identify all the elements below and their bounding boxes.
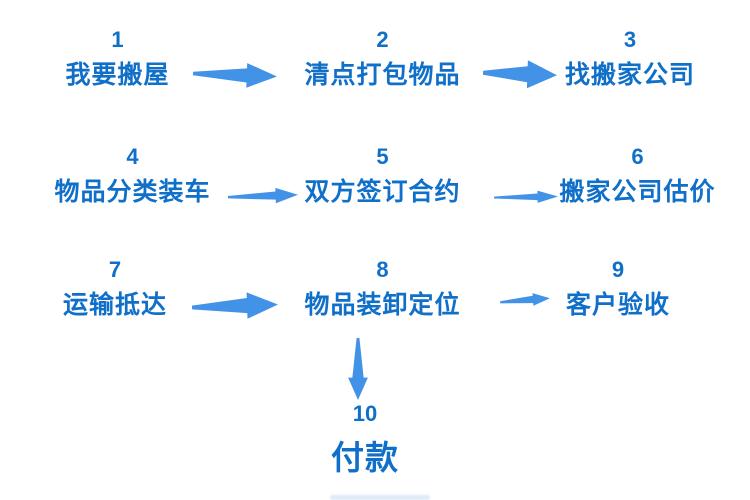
step-3: 3 找搬家公司 (550, 26, 710, 90)
step-2-number: 2 (376, 27, 389, 52)
arrow-5-to-6-icon (493, 188, 558, 205)
step-9-number: 9 (611, 257, 625, 282)
arrow-8-to-10-icon (346, 338, 370, 400)
step-9-label: 客户验收 (565, 291, 670, 319)
step-2-label: 清点打包物品 (304, 61, 461, 89)
arrow-4-to-5-icon (227, 185, 299, 207)
step-9: 9 客户验收 (548, 256, 688, 320)
step-7: 7 运输抵达 (40, 256, 190, 320)
step-4: 4 物品分类装车 (40, 143, 225, 207)
step-10-number: 10 (352, 401, 378, 426)
step-6-label: 搬家公司估价 (559, 178, 716, 206)
step-1-label: 我要搬屋 (65, 61, 170, 89)
step-8-number: 8 (376, 257, 389, 282)
step-5: 5 双方签订合约 (290, 143, 475, 207)
arrow-8-to-9-icon (499, 289, 550, 310)
step-6: 6 搬家公司估价 (545, 143, 730, 207)
step-10: 10 付款 (300, 400, 430, 478)
step-4-number: 4 (126, 144, 139, 169)
step-7-number: 7 (108, 257, 122, 282)
step-1-number: 1 (111, 27, 124, 52)
step-8: 8 物品装卸定位 (290, 256, 475, 320)
step-7-label: 运输抵达 (62, 291, 167, 319)
step-2: 2 清点打包物品 (290, 26, 475, 90)
step-5-number: 5 (376, 144, 389, 169)
step-8-label: 物品装卸定位 (304, 291, 461, 319)
step-3-number: 3 (623, 27, 637, 52)
arrow-1-to-2-icon (192, 59, 278, 92)
arrow-7-to-8-icon (191, 289, 278, 324)
step-10-label: 付款 (331, 439, 399, 476)
step-5-label: 双方签订合约 (304, 178, 461, 206)
step-1: 1 我要搬屋 (40, 26, 195, 90)
step-6-number: 6 (631, 144, 644, 169)
step-4-label: 物品分类装车 (54, 178, 211, 206)
cut-off-bottom-artifact (330, 495, 430, 500)
arrow-2-to-3-icon (482, 56, 557, 93)
step-3-label: 找搬家公司 (564, 61, 695, 89)
